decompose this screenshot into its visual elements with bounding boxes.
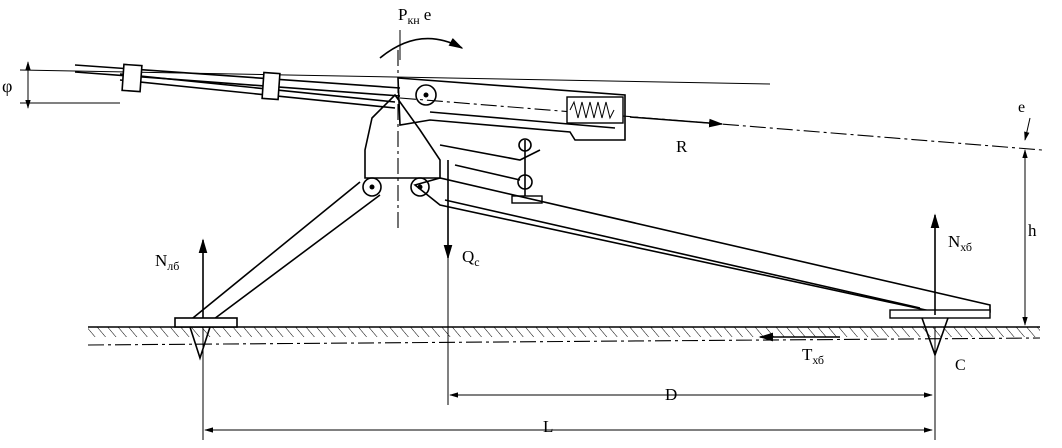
- n-right-label: Nхб: [948, 232, 972, 254]
- ground: [88, 326, 1040, 337]
- receiver: [397, 77, 626, 141]
- r-force-arrow: [629, 116, 724, 128]
- front-leg: [174, 177, 382, 361]
- t-label: Tхб: [802, 345, 824, 367]
- barrel: [74, 63, 401, 109]
- d-label: D: [665, 385, 677, 404]
- rear-leg: [410, 177, 991, 358]
- horizontal-reference-line: [19, 69, 771, 85]
- h-label: h: [1028, 221, 1037, 240]
- r-label: R: [676, 137, 688, 156]
- mount: [364, 93, 543, 204]
- p-moment-arrow: [379, 37, 464, 59]
- n-left-label: Nлб: [155, 251, 179, 273]
- l-label: L: [543, 417, 553, 436]
- e-label: e: [1018, 99, 1025, 116]
- c-label: C: [955, 357, 966, 374]
- qc-label: Qc: [462, 247, 480, 269]
- phi-label: φ: [2, 76, 12, 96]
